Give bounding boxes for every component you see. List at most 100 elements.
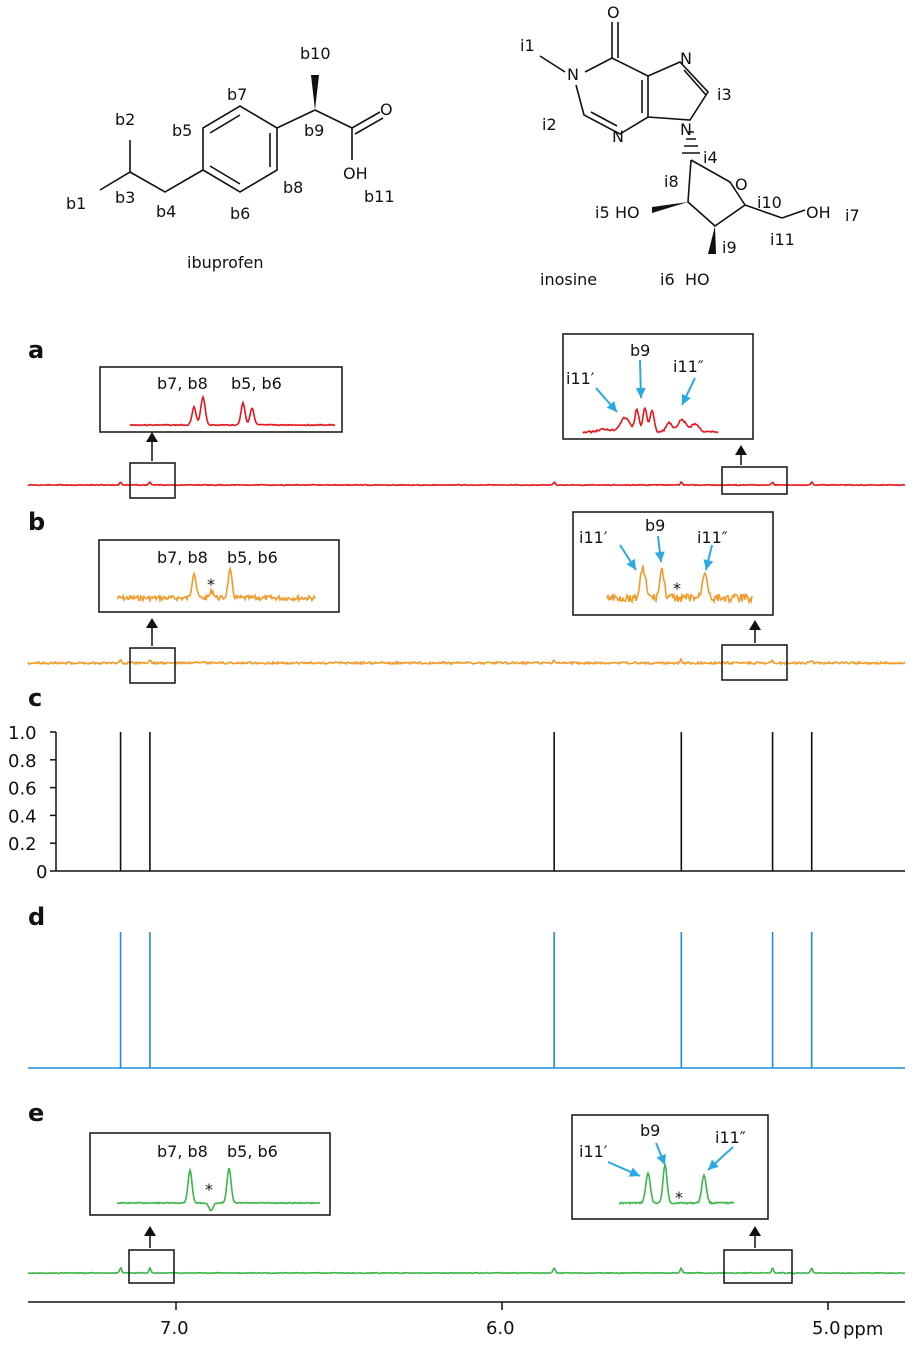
panel-b-label-i11p: i11′ [579, 528, 608, 547]
pointer-arrow-head [681, 393, 691, 405]
panel-e-label-i11p: i11′ [579, 1142, 608, 1161]
ibu-label-b2: b2 [115, 110, 135, 129]
panel-b-left-inset-trace [116, 565, 316, 604]
ino-label-n4: N [680, 120, 692, 139]
panel-b-left-inset [98, 539, 340, 613]
ino-label-i1: i1 [520, 36, 535, 55]
ibu-label-b10: b10 [300, 44, 331, 63]
ino-label-i7: i7 [845, 206, 860, 225]
pointer-arrow-head [635, 387, 646, 398]
panel-b-spectrum [27, 657, 906, 666]
panel-b-right-star: * [673, 579, 681, 598]
hashed-bond [682, 131, 700, 154]
pointer-arrow-head [654, 551, 665, 562]
ino-label-i10: i10 [757, 193, 782, 212]
panel-c-sticks [119, 732, 813, 871]
c-y-tick-label: 0.4 [8, 806, 37, 827]
panel-e-left-arrow-icon [144, 1226, 156, 1236]
panel-e-spectrum [28, 1266, 906, 1275]
panel-b-left-arrow-icon [146, 618, 158, 628]
ino-label-ho5: HO [615, 203, 640, 222]
panel-label-d: d [28, 903, 45, 931]
ibu-label-b11: b11 [364, 187, 395, 206]
panel-e-right-inset-trace [619, 1164, 735, 1205]
panel-a-right-zoom-box [721, 466, 788, 495]
spectrum-line [27, 657, 906, 666]
ino-label-n2: N [612, 127, 624, 146]
ibu-label-b7: b7 [227, 85, 247, 104]
ino-label-i6: i6 [660, 270, 675, 289]
ino-label-i5: i5 [595, 203, 610, 222]
ino-label-i8: i8 [664, 172, 679, 191]
panel-a-right-arrow-icon [735, 445, 747, 455]
panel-e-left-inset [89, 1132, 331, 1216]
panel-e-left-inset-trace [116, 1167, 321, 1212]
ino-label-i2: i2 [542, 115, 557, 134]
panel-d-sticks [119, 932, 813, 1068]
panel-a-label-i11p: i11′ [566, 369, 595, 388]
pointer-arrow-head [606, 401, 617, 412]
x-axis-unit-label: ppm [843, 1319, 883, 1340]
ino-label-ho6: HO [685, 270, 710, 289]
inset-spectrum-line [129, 394, 336, 427]
panel-b-label-i11pp: i11″ [697, 528, 728, 547]
panel-a-left-zoom-box [129, 462, 176, 499]
panel-e-label-i11pp: i11″ [715, 1128, 746, 1147]
panel-c-y-ticks: 1.00.80.60.40.20 [8, 723, 56, 883]
panel-b-left-star: * [207, 575, 215, 594]
panel-b-right-inset-trace [606, 565, 753, 605]
panel-label-c: c [28, 684, 42, 712]
panel-b-right-arrow-icon [749, 620, 761, 630]
pointer-arrow-head [703, 559, 714, 570]
ibu-label-o: O [380, 100, 393, 119]
panel-a-label-b5b6: b5, b6 [231, 374, 282, 393]
c-y-tick-label: 1.0 [8, 723, 37, 744]
inset-spectrum-line [606, 565, 753, 605]
ibuprofen-structure: b1 b2 b3 b4 b5 b6 b7 b8 b9 b10 b11 O OH … [66, 44, 395, 272]
panel-a-spectrum [27, 480, 905, 487]
inset-spectrum-line [582, 406, 719, 435]
ibu-label-b1: b1 [66, 194, 86, 213]
panel-e-right-star: * [675, 1188, 683, 1207]
ino-label-i9: i9 [722, 238, 737, 257]
ino-label-n3: N [680, 49, 692, 68]
ibuprofen-name: ibuprofen [187, 253, 264, 272]
inset-spectrum-line [619, 1164, 735, 1205]
panel-a-left-inset-trace [129, 394, 336, 427]
ibu-label-b9: b9 [304, 121, 324, 140]
x-tick-label: 5.0 [812, 1318, 841, 1339]
spectrum-line [28, 1266, 906, 1275]
panel-a-left-inset [99, 366, 343, 433]
panel-e-label-b5b6: b5, b6 [227, 1142, 278, 1161]
panel-b-label-b9: b9 [645, 516, 665, 535]
c-y-tick-label: 0.6 [8, 779, 37, 800]
inset-spectrum-line [116, 1167, 321, 1212]
pointer-arrow-head [708, 1159, 719, 1170]
panel-e-label-b9: b9 [640, 1121, 660, 1140]
ibu-label-b8: b8 [283, 178, 303, 197]
panel-b-left-zoom-box [129, 647, 176, 684]
panel-b-right-zoom-box [721, 644, 788, 681]
panel-a-right-inset [562, 333, 754, 440]
panel-e-left-star: * [205, 1180, 213, 1199]
panel-a-right-inset-trace [582, 406, 719, 435]
panel-e-right-arrow-icon [749, 1226, 761, 1236]
ino-label-i4: i4 [703, 148, 718, 167]
panel-e-label-b7b8: b7, b8 [157, 1142, 208, 1161]
pointer-arrow-head [626, 558, 636, 570]
ino-label-n1: N [567, 65, 579, 84]
pointer-arrow-head [656, 1153, 666, 1165]
ibu-label-oh: OH [343, 164, 368, 183]
inset-pointer-arrows [595, 359, 734, 1177]
ino-label-i3: i3 [717, 85, 732, 104]
x-tick-label: 6.0 [486, 1318, 515, 1339]
inosine-name: inosine [540, 270, 597, 289]
x-axis-ticks: 7.06.05.04.0 [160, 1302, 841, 1339]
pointer-arrow-head [628, 1167, 640, 1177]
ibu-label-b3: b3 [115, 188, 135, 207]
panel-b-label-b5b6: b5, b6 [227, 548, 278, 567]
ino-label-o-ring: O [735, 175, 748, 194]
panel-a-label-i11pp: i11″ [673, 357, 704, 376]
x-tick-label: 7.0 [160, 1318, 189, 1339]
panel-label-b: b [28, 508, 45, 536]
